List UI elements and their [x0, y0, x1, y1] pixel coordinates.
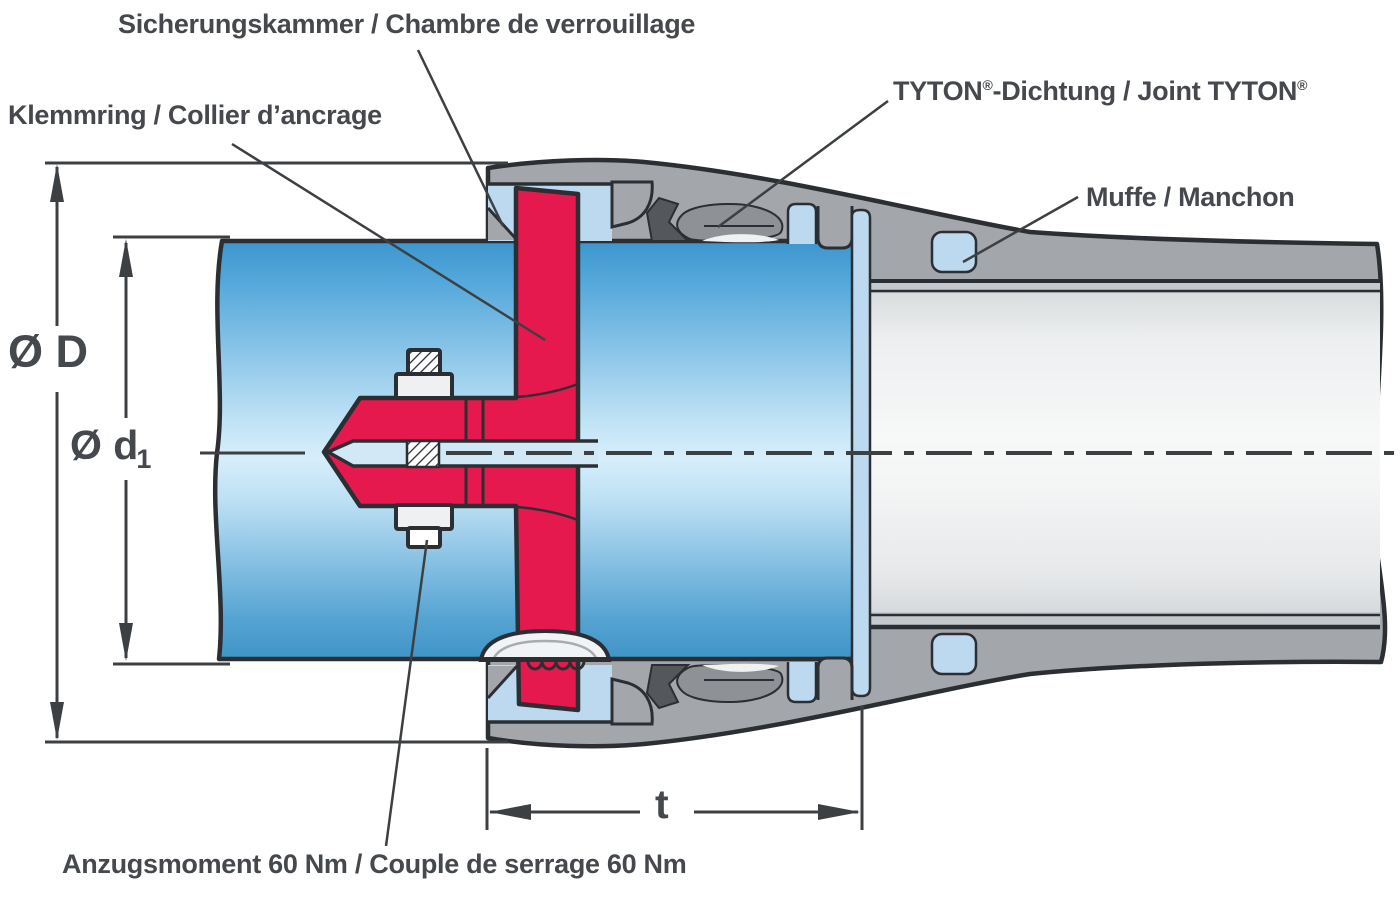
bolt-washer-bottom [394, 503, 454, 531]
dimension-D [45, 161, 508, 744]
bolt-washer-top [394, 372, 454, 400]
tyton-gasket-bottom [645, 663, 784, 710]
bolt-shaft-section [405, 439, 441, 469]
leader-locking-chamber [416, 49, 505, 227]
gasket-highlight [702, 234, 779, 243]
label-clamp-ring: Klemmring / Collier d’ancrage [8, 100, 382, 130]
leader-torque [384, 539, 429, 847]
socket-grooves-bottom [786, 632, 978, 704]
dimension-t [485, 706, 864, 830]
socket-tongue [816, 206, 854, 250]
registered-trademark-icon: ® [1297, 77, 1308, 93]
gasket-hard-part [645, 196, 691, 242]
gasket-seat-pocket [786, 202, 818, 244]
retainer-pocket [930, 632, 978, 676]
label-tyton-gasket: TYTON®-Dichtung / Joint TYTON® [893, 76, 1308, 106]
arrow-left [489, 804, 531, 820]
registered-trademark-icon: ® [982, 77, 993, 93]
arrow-right [818, 804, 860, 820]
dimension-label-pipe-diameter: Ø d1 [70, 422, 152, 474]
weld-bead-dome [478, 628, 612, 662]
arrow-down [50, 702, 64, 740]
arrow-down [119, 623, 133, 661]
arrow-up [119, 239, 133, 277]
label-torque: Anzugsmoment 60 Nm / Couple de serrage 6… [62, 849, 687, 879]
tyton-gasket-top [645, 196, 784, 243]
chamber-wall [610, 677, 654, 726]
label-socket: Muffe / Manchon [1086, 182, 1295, 212]
chamber-wall [610, 180, 654, 229]
leader-tyton-gasket [717, 99, 889, 229]
leader-socket [962, 195, 1079, 264]
socket-grooves-top [786, 202, 978, 274]
dimension-d1 [113, 235, 230, 666]
clamp-split-lines [464, 400, 485, 504]
locking-chamber-bottom [486, 664, 654, 726]
label-locking-chamber: Sicherungskammer / Chambre de verrouilla… [118, 9, 696, 39]
weld-bead [478, 628, 612, 671]
dimension-label-outer-diameter: Ø D [8, 326, 89, 377]
bolt-nut-bottom [406, 526, 442, 549]
leader-lines [231, 49, 1079, 847]
socket-tongue [816, 656, 854, 700]
retainer-pocket [930, 230, 978, 274]
leader-clamp-ring [231, 142, 546, 342]
arrow-up [50, 164, 64, 202]
gasket-highlight [702, 663, 779, 672]
grip-serrations [526, 660, 586, 671]
clamp-bolt [394, 348, 454, 549]
gasket-hard-part [645, 664, 691, 710]
gasket-seat-pocket [786, 662, 818, 704]
dimension-label-insertion-depth: t [655, 781, 669, 827]
